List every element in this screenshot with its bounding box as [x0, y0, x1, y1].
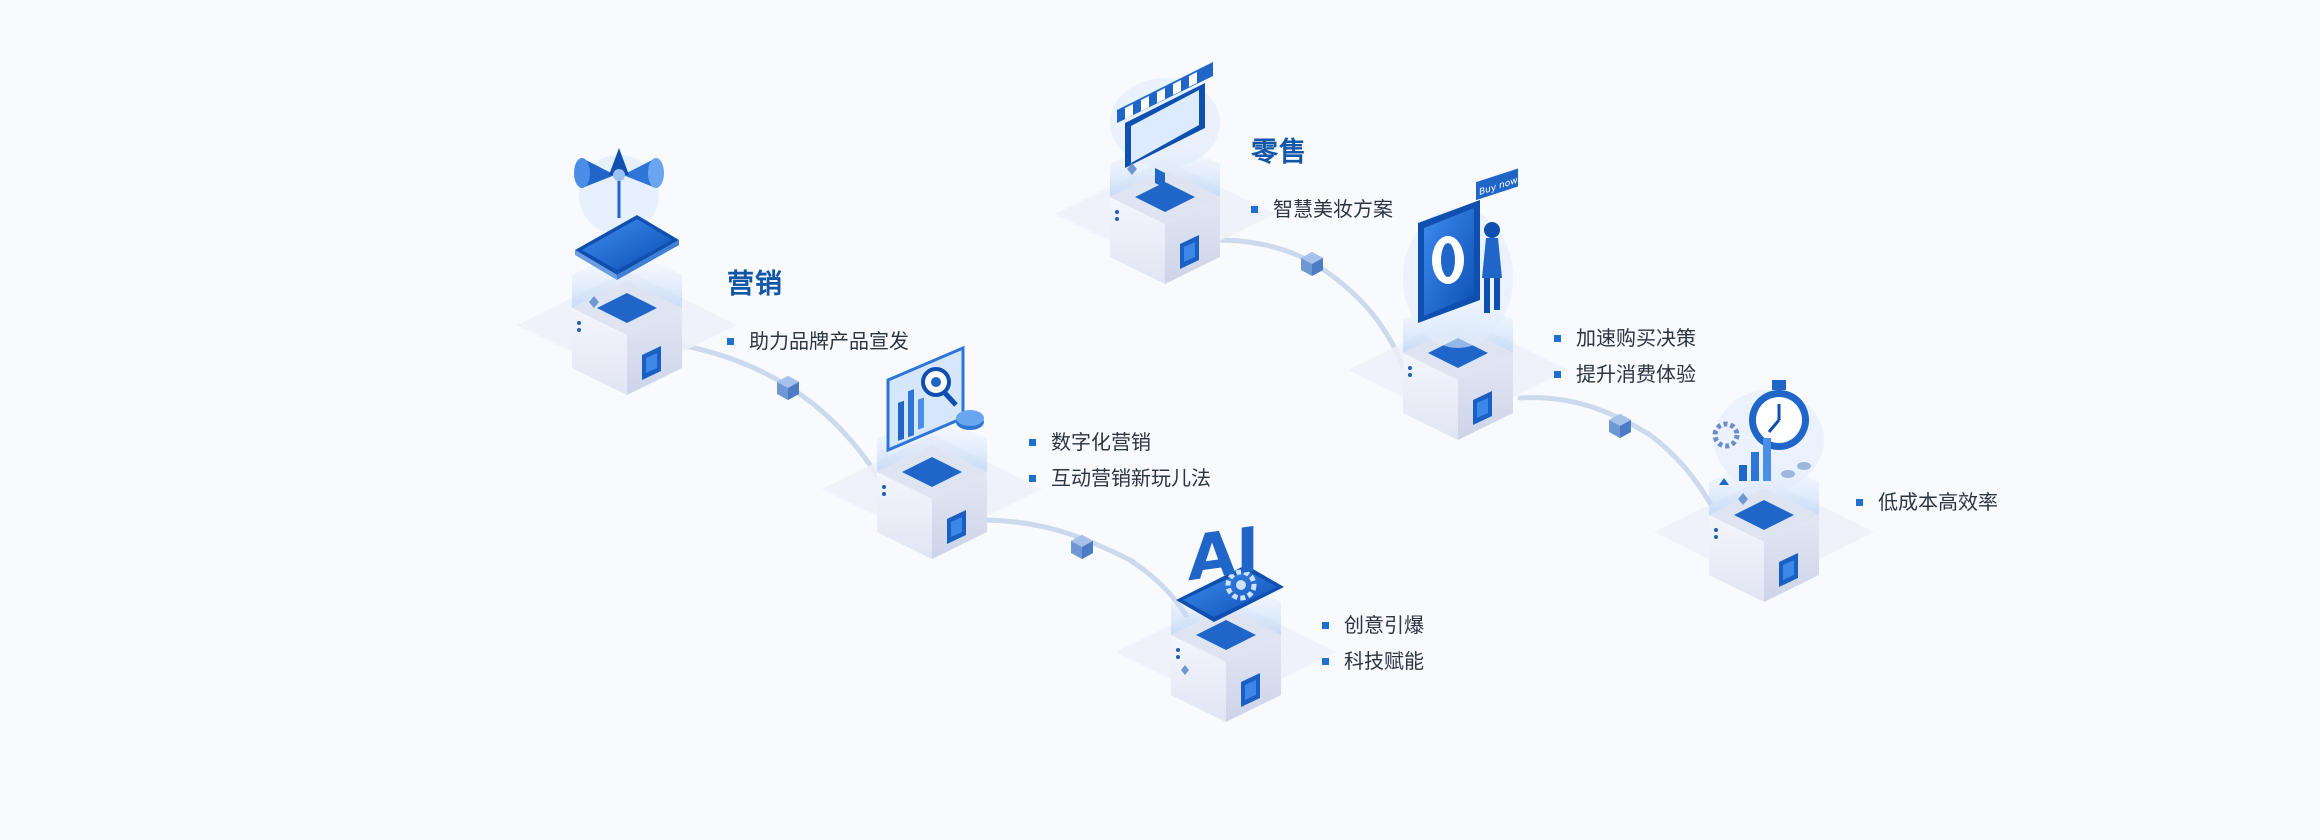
- megaphone-tablet-icon: [574, 148, 679, 280]
- bullet-item: 提升消费体验: [1554, 356, 1696, 392]
- ai-gear-icon: AI: [1176, 513, 1284, 622]
- group-ai: 创意引爆 科技赋能: [1322, 607, 1424, 679]
- group-retail: 零售 智慧美妆方案: [1251, 130, 1393, 227]
- bullet-item: 数字化营销: [1029, 424, 1211, 460]
- bullet-item: 助力品牌产品宣发: [727, 323, 909, 359]
- storefront-monitor-icon: [1110, 62, 1220, 188]
- bullet-item: 低成本高效率: [1856, 484, 1998, 520]
- bullet-item: 科技赋能: [1322, 643, 1424, 679]
- group-shopping: 加速购买决策 提升消费体验: [1554, 320, 1696, 392]
- connector-node-4: [1609, 414, 1631, 438]
- group-marketing: 营销 助力品牌产品宣发: [727, 262, 909, 359]
- connector-node-3: [1301, 252, 1323, 276]
- cube-digital: [822, 412, 1042, 559]
- heading-marketing: 营销: [727, 269, 783, 300]
- connector-1: [677, 342, 883, 483]
- heading-retail: 零售: [1251, 137, 1307, 168]
- bullet-item: 智慧美妆方案: [1251, 191, 1393, 227]
- bullet-item: 加速购买决策: [1554, 320, 1696, 356]
- analytics-screen-icon: [886, 345, 984, 453]
- phone-buy-now-icon: Buy now: [1403, 168, 1518, 348]
- connector-node-2: [1071, 535, 1093, 559]
- connector-2: [977, 517, 1203, 643]
- decorative-diamonds: [589, 163, 1748, 675]
- stopwatch-chart-icon: [1712, 380, 1824, 490]
- bullet-item: 创意引爆: [1322, 607, 1424, 643]
- group-efficiency: 低成本高效率: [1856, 484, 1998, 520]
- group-digital: 数字化营销 互动营销新玩儿法: [1029, 424, 1211, 496]
- ai-label: AI: [1188, 513, 1259, 596]
- bullet-item: 互动营销新玩儿法: [1029, 460, 1211, 496]
